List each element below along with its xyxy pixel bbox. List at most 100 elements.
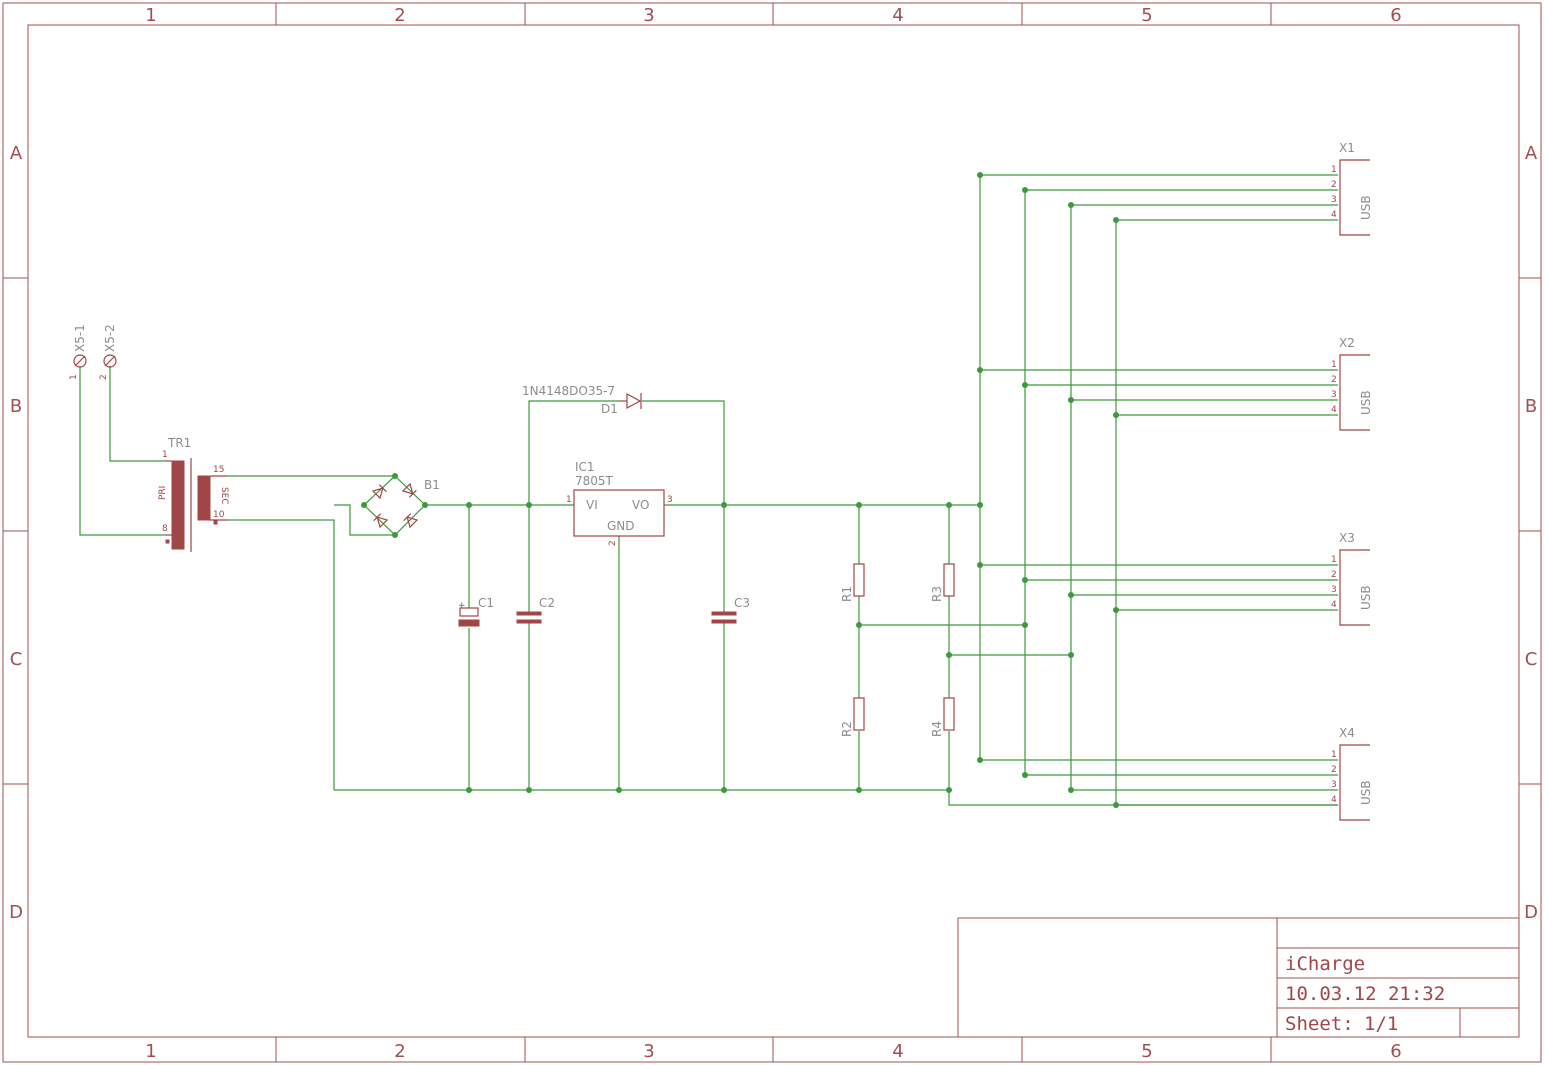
usb-label: USB — [1359, 195, 1373, 220]
pin-label: 4 — [1331, 600, 1337, 610]
component-name: R2 — [840, 721, 854, 737]
diode-d1: 1N4148DO35-7 D1 — [522, 384, 642, 416]
junction-dot — [616, 787, 622, 793]
junction-dot — [856, 787, 862, 793]
junction-dot — [1068, 397, 1074, 403]
pin-label: 3 — [1331, 390, 1337, 400]
junction-dot — [1022, 772, 1028, 778]
junction-dot — [1113, 607, 1119, 613]
row-label-left: C — [10, 649, 23, 670]
pin-label: 15 — [213, 465, 224, 475]
pin-label: 10 — [213, 510, 225, 520]
junction-dot — [856, 502, 862, 508]
component-name: X4 — [1339, 726, 1355, 740]
pin-name-gnd: GND — [607, 519, 635, 533]
column-label-bottom: 6 — [1390, 1041, 1401, 1062]
column-label-bottom: 4 — [892, 1041, 903, 1062]
junction-dot — [946, 652, 952, 658]
primary-label: PRI — [158, 486, 168, 500]
pin-label: 4 — [1331, 795, 1337, 805]
junctions — [361, 172, 1119, 808]
pin-label: 4 — [1331, 405, 1337, 415]
resistor-r2: R2 — [840, 697, 865, 737]
junction-dot — [721, 787, 727, 793]
junction-dot — [466, 502, 472, 508]
row-label-right: C — [1525, 649, 1538, 670]
junction-dot — [1022, 382, 1028, 388]
component-value: 7805T — [575, 474, 614, 488]
pin-label: 8 — [162, 524, 168, 534]
column-label-bottom: 5 — [1141, 1041, 1152, 1062]
component-value: 1N4148DO35-7 — [522, 384, 615, 398]
input-terminal-x5-2: X5-2 2 — [99, 324, 117, 380]
resistor-r4: R4 — [930, 697, 955, 737]
junction-dot — [1113, 802, 1119, 808]
column-label-top: 6 — [1390, 5, 1401, 26]
terminal-pin: 2 — [99, 374, 109, 380]
secondary-label: SEC — [219, 487, 229, 505]
component-name: C3 — [734, 596, 750, 610]
pin-name-vi: VI — [586, 498, 598, 512]
usb-connector-x3: X3 USB 1 2 3 4 — [1331, 531, 1373, 626]
component-name: TR1 — [167, 436, 191, 450]
wires — [79, 174, 1338, 806]
component-name: R4 — [930, 721, 944, 737]
sheet-number-label: Sheet: — [1285, 1013, 1354, 1035]
svg-text:+: + — [458, 601, 466, 611]
pin-label: 3 — [667, 495, 673, 505]
project-title: iCharge — [1285, 953, 1365, 975]
usb-label: USB — [1359, 780, 1373, 805]
column-label-bottom: 3 — [643, 1041, 654, 1062]
terminal-pin: 1 — [69, 374, 79, 380]
row-label-right: B — [1525, 396, 1537, 417]
pin-label: 1 — [1331, 360, 1337, 370]
junction-dot — [977, 757, 983, 763]
junction-dot — [977, 172, 983, 178]
terminal-name: X5-2 — [103, 324, 117, 352]
capacitor-c2: C2 — [516, 596, 555, 624]
junction-dot — [1022, 622, 1028, 628]
pin-label: 1 — [1331, 555, 1337, 565]
junction-dot — [1068, 592, 1074, 598]
junction-dot — [1068, 787, 1074, 793]
pin-label: 4 — [1331, 210, 1337, 220]
pin-label: 1 — [1331, 750, 1337, 760]
column-label-bottom: 1 — [145, 1041, 156, 1062]
pin-label: 2 — [1331, 570, 1337, 580]
component-name: C1 — [478, 596, 494, 610]
junction-dot — [946, 502, 952, 508]
pin-label: 2 — [1331, 375, 1337, 385]
component-name: X1 — [1339, 141, 1355, 155]
pin-label: 2 — [1331, 765, 1337, 775]
junction-dot — [466, 787, 472, 793]
pin-label: 1 — [566, 495, 572, 505]
pin-label: 2 — [1331, 180, 1337, 190]
junction-dot — [1113, 217, 1119, 223]
junction-dot — [1068, 202, 1074, 208]
bridge-rectifier-b1: B1 — [363, 475, 440, 536]
component-name: C2 — [539, 596, 555, 610]
regulator-ic1: IC1 7805T VI VO GND 1 3 2 — [566, 460, 673, 546]
usb-connector-x2: X2 USB 1 2 3 4 — [1331, 336, 1373, 431]
sheet-number: 1/1 — [1364, 1013, 1398, 1035]
junction-dot — [977, 562, 983, 568]
junction-dot — [526, 502, 532, 508]
row-label-right: A — [1525, 143, 1538, 164]
usb-connector-x1: X1 USB 1 2 3 4 — [1331, 141, 1373, 236]
junction-dot — [1113, 412, 1119, 418]
component-name: D1 — [601, 402, 618, 416]
sheet-date: 10.03.12 21:32 — [1285, 983, 1445, 1005]
usb-label: USB — [1359, 390, 1373, 415]
pin-label: 2 — [608, 540, 618, 546]
junction-dot — [526, 787, 532, 793]
resistor-r3: R3 — [930, 563, 955, 602]
junction-dot — [946, 787, 952, 793]
junction-dot — [977, 367, 983, 373]
row-label-left: B — [10, 396, 22, 417]
pin-label: 3 — [1331, 780, 1337, 790]
column-label-top: 3 — [643, 5, 654, 26]
junction-dot — [856, 622, 862, 628]
component-name: X2 — [1339, 336, 1355, 350]
